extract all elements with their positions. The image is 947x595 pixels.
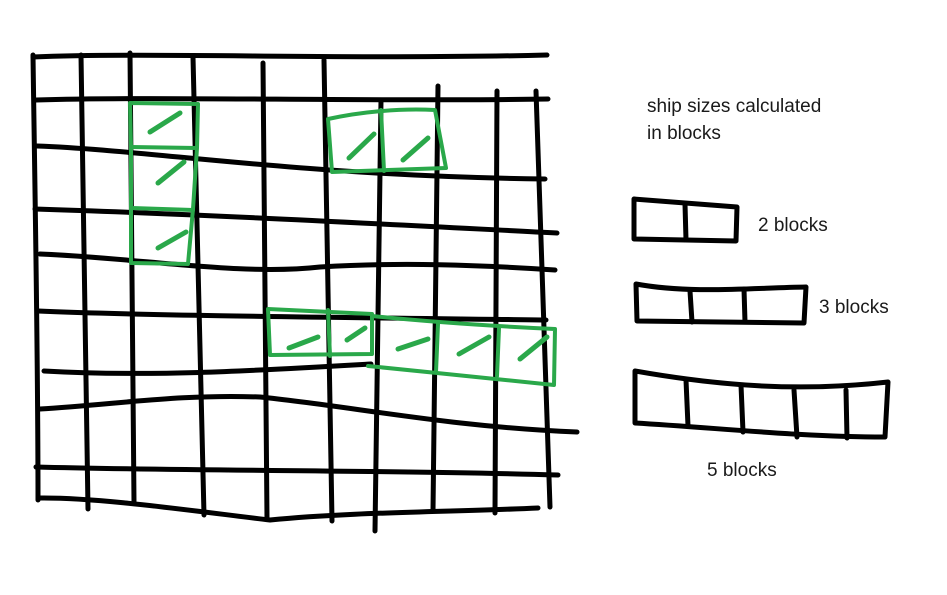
legend-ship-cell-divider [791, 387, 800, 440]
ship-cell-divider [130, 206, 195, 212]
grid-line-v [78, 52, 91, 512]
legend-label-3-blocks: 3 blocks [819, 297, 889, 318]
legend-ship-cell-divider [843, 387, 850, 441]
ship-legend: ship sizes calculated in blocks 2 blocks… [631, 96, 891, 481]
ship-cell-divider [129, 145, 198, 150]
ship-cell-divider [434, 322, 440, 374]
legend-caption-line1: ship sizes calculated [647, 96, 821, 117]
grid-line-h [41, 361, 374, 376]
hit-mark [155, 229, 189, 251]
hit-mark [344, 325, 368, 343]
legend-label-2-blocks: 2 blocks [758, 215, 828, 236]
hit-marks [147, 110, 550, 362]
placed-ships [128, 101, 557, 387]
ship-horizontal-5-left [266, 307, 374, 357]
legend-ship-5 [632, 368, 891, 440]
grid-line-v [372, 97, 384, 534]
legend-ship-3 [633, 281, 809, 326]
hit-mark [346, 131, 377, 161]
hit-mark [400, 135, 431, 163]
legend-ship-cell-divider [683, 377, 691, 429]
hit-mark [147, 110, 183, 135]
ship-horizontal-2 [326, 107, 448, 174]
grid-line-h [33, 464, 561, 478]
grid-line-h [35, 495, 541, 523]
grid-line-v [533, 88, 553, 510]
grid-line-v [492, 88, 500, 516]
legend-ship-2 [631, 196, 740, 244]
legend-ship-cell-divider [687, 288, 695, 325]
grid-line-v [190, 54, 207, 518]
grid-line-h [34, 143, 548, 182]
grid-line-v [321, 57, 335, 524]
grid-line-h [37, 251, 558, 273]
hit-mark [286, 334, 321, 351]
ship-cell-divider [379, 108, 386, 173]
ship-vertical-3 [128, 101, 200, 266]
hit-mark [395, 336, 431, 352]
ship-cell-divider [495, 326, 501, 378]
legend-ship-cell-divider [738, 382, 746, 435]
grid-line-h [32, 206, 560, 236]
game-grid [30, 50, 580, 534]
grid-line-h [35, 308, 549, 323]
hit-mark [155, 159, 187, 186]
ship-cell-divider [326, 308, 332, 358]
hit-mark [456, 334, 492, 357]
legend-label-5-blocks: 5 blocks [707, 460, 777, 481]
grid-line-v [260, 60, 270, 522]
legend-ship-cell-divider [682, 201, 689, 243]
ship-horizontal-5-right [366, 314, 557, 387]
legend-caption-line2: in blocks [647, 123, 721, 144]
grid-line-v [430, 83, 441, 514]
grid-line-h [30, 52, 550, 60]
legend-ship-cell-divider [741, 286, 748, 325]
grid-line-v [30, 52, 41, 503]
grid-line-h [33, 96, 551, 103]
hit-mark [517, 334, 550, 362]
